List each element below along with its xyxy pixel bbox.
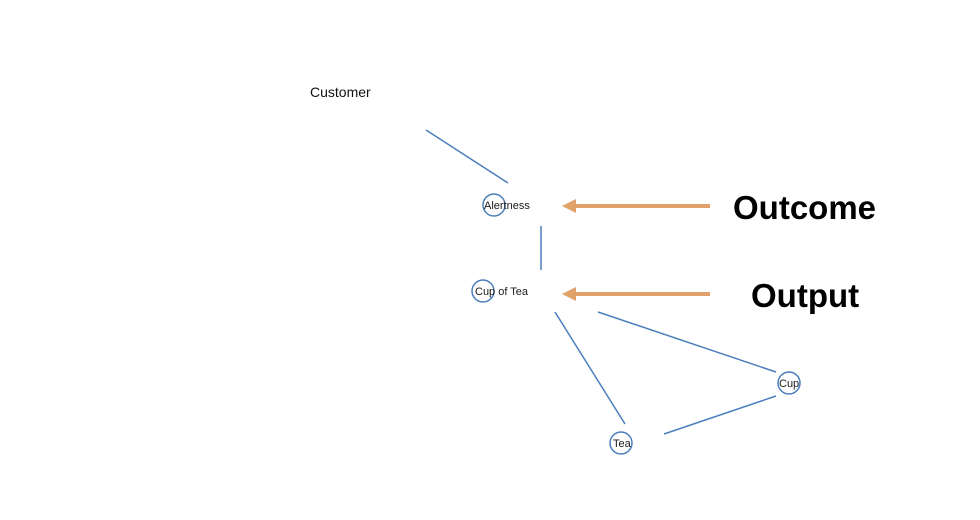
edge-cup-of-tea-tea (554, 311, 626, 425)
node-alertness-circle (482, 193, 506, 217)
node-alertness: Alertness (482, 193, 530, 217)
node-tea: Tea (609, 431, 633, 455)
outcome-arrow (562, 199, 710, 213)
output-arrow-head (562, 287, 576, 301)
customer-label: Customer (310, 84, 371, 100)
output-label: Output (751, 277, 859, 314)
edge-customer-alertness (425, 129, 509, 184)
node-cup-of-tea-label: Cup of Tea (475, 286, 529, 298)
outcome-arrow-head (562, 199, 576, 213)
edge-cup-of-tea-cup (597, 311, 777, 373)
edge-tea-cup (663, 395, 777, 435)
node-cup-of-tea: Cup of Tea (471, 279, 529, 303)
node-tea-circle (609, 431, 633, 455)
node-alertness-label: Alertness (484, 200, 530, 212)
output-arrow (562, 287, 710, 301)
node-cup-circle (777, 371, 801, 395)
node-cup-of-tea-circle (471, 279, 495, 303)
node-cup: Cup (777, 371, 801, 395)
node-tea-label: Tea (613, 438, 632, 450)
node-cup-label: Cup (779, 378, 799, 390)
outcome-label: Outcome (733, 189, 876, 226)
